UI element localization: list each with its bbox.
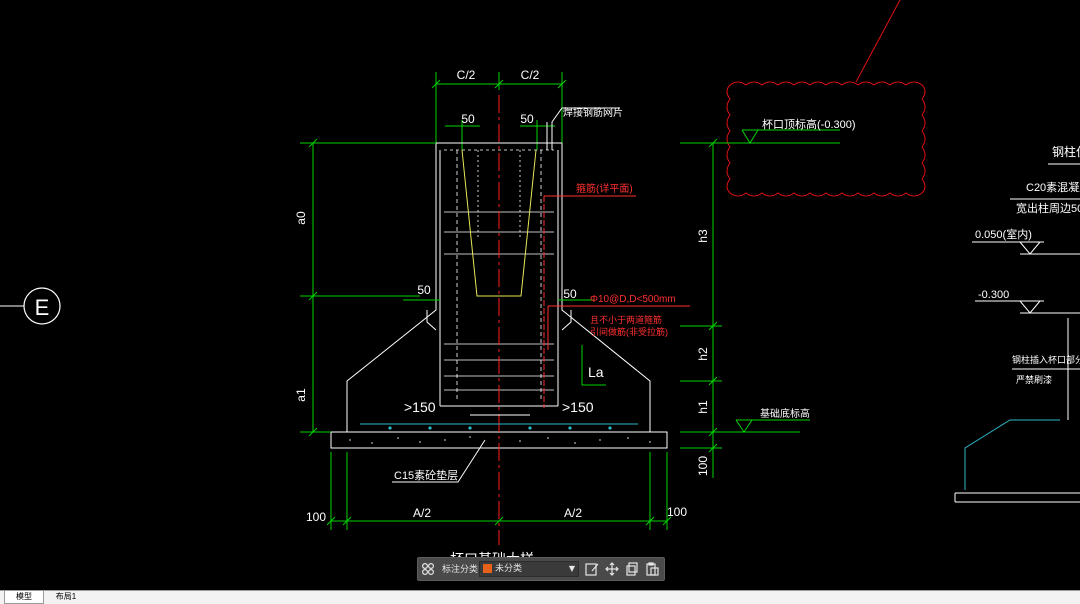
- dim-weld-left: 50: [461, 112, 475, 126]
- embedded-column-yellow: [461, 149, 537, 297]
- category-select[interactable]: 未分类 ▼: [479, 561, 579, 577]
- dim-h2: h2: [696, 347, 710, 361]
- category-color-swatch: [483, 564, 492, 573]
- right-panel-embed2: 严禁刷漆: [1016, 374, 1052, 385]
- weld-mesh-leader: [551, 107, 620, 150]
- cup-top-label: 杯口顶标高(-0.300): [762, 117, 856, 131]
- right-panel-title: 钢柱仅: [1052, 144, 1080, 159]
- rebar-spec-note: Φ10@D,D<500mm 且不小于两道箍筋 引间做筋(非受拉筋): [547, 294, 690, 350]
- dim-side-left: 50: [417, 283, 431, 297]
- revision-cloud: [726, 81, 926, 197]
- weld-mesh-note: 焊接钢筋网片: [563, 106, 623, 119]
- dim-gt150-left: >150: [404, 399, 436, 415]
- dim-side-right: 50: [563, 287, 577, 301]
- copy-icon[interactable]: [624, 561, 640, 577]
- dim-outer-left: 100: [306, 510, 326, 524]
- cup-top-level-marker: 杯口顶标高(-0.300): [680, 117, 856, 144]
- tab-model[interactable]: 模型: [4, 591, 44, 604]
- axis-label-e: E: [35, 295, 50, 320]
- right-panel-indoor: 0.050(室内): [975, 227, 1032, 241]
- dim-bottom-right: 100: [696, 456, 710, 476]
- dim-a1: a1: [294, 388, 308, 402]
- cushion-leader: [392, 439, 486, 483]
- rebar-note2-text: 引间做筋(非受拉筋): [590, 326, 668, 337]
- edit-icon[interactable]: [584, 561, 600, 577]
- top-dimension: [431, 72, 567, 150]
- base-rebar: [360, 414, 638, 430]
- axis-bubble-e: E: [0, 287, 61, 325]
- dim-gt150-right: >150: [562, 399, 594, 415]
- move-icon[interactable]: [604, 561, 620, 577]
- right-panel-embed1: 钢柱插入杯口部分应刷: [1012, 354, 1080, 365]
- category-selected-value: 未分类: [495, 564, 523, 574]
- dim-a-half-right: A/2: [564, 506, 582, 520]
- cloud-leader-line: [855, 0, 901, 83]
- stirrup-note-text: 箍筋(详平面): [576, 182, 633, 195]
- rebar-note1-text: 且不小于两道箍筋: [590, 314, 662, 325]
- right-detail-panel: 钢柱仅 C20素混凝土 宽出柱周边50mm 0.050(室内) -0.300 钢…: [954, 144, 1080, 503]
- paste-icon[interactable]: [644, 561, 660, 577]
- dim-h3: h3: [696, 229, 710, 243]
- rebar-spec-text: Φ10@D,D<500mm: [590, 294, 676, 305]
- chevron-down-icon: ▼: [568, 564, 575, 573]
- right-panel-concrete: C20素混凝土: [1026, 180, 1080, 194]
- cushion-note: C15素砼垫层: [394, 468, 458, 482]
- right-panel-level: -0.300: [978, 289, 1009, 301]
- dim-a0: a0: [294, 211, 308, 225]
- bottom-dimension: [326, 452, 672, 530]
- dim-outer-right: 100: [667, 505, 687, 519]
- base-bottom-label: 基础底标高: [760, 407, 810, 420]
- dim-a-half-left: A/2: [413, 506, 431, 520]
- tab-layout1[interactable]: 布局1: [55, 592, 77, 601]
- category-label: 标注分类: [442, 564, 479, 574]
- right-vertical-dimension: [680, 138, 722, 478]
- dim-c-half-left: C/2: [457, 68, 476, 82]
- grid-icon[interactable]: [420, 561, 436, 577]
- dim-c-half-right: C/2: [521, 68, 540, 82]
- la-dimension: [581, 345, 606, 386]
- layout-tabs: 模型 布局1: [0, 590, 1080, 604]
- dim-weld-right: 50: [520, 112, 534, 126]
- left-vertical-dimension: [300, 138, 436, 437]
- base-level-marker: 基础底标高: [722, 407, 810, 433]
- stirrup-note: 箍筋(详平面): [543, 182, 636, 408]
- right-panel-concrete2: 宽出柱周边50mm: [1016, 201, 1080, 215]
- dim-la: La: [588, 364, 604, 380]
- drawing-canvas[interactable]: E 杯口顶标高(-0.300) C/2 C/2 50 50 焊接钢筋网片: [0, 0, 1080, 590]
- weld-dimension: [445, 120, 555, 150]
- dim-h1: h1: [696, 400, 710, 414]
